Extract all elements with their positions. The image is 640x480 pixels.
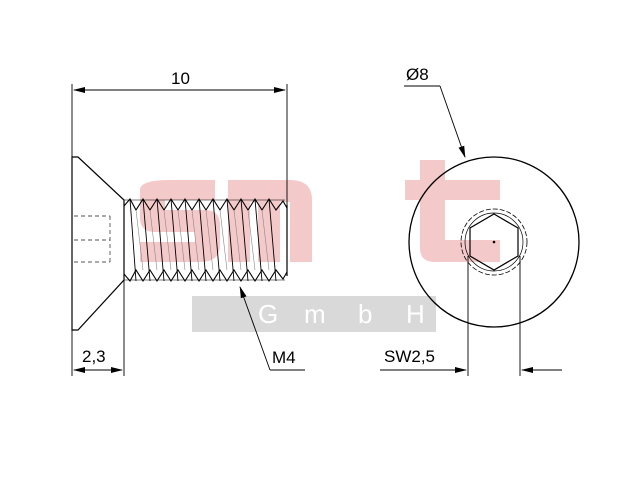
length-label: 10 bbox=[171, 69, 190, 88]
thread-bottom bbox=[123, 268, 288, 283]
screw-side-view bbox=[71, 156, 288, 331]
screw-top-view bbox=[408, 156, 580, 328]
socket-circle-outer bbox=[460, 208, 528, 276]
socket-hidden-lines bbox=[74, 215, 111, 263]
watermark-letter-b: b bbox=[358, 299, 372, 329]
screw-head-outline bbox=[71, 156, 125, 331]
leader-thread bbox=[239, 286, 305, 371]
thread-flanks bbox=[129, 198, 277, 282]
watermark-logo bbox=[140, 160, 500, 262]
hex-socket bbox=[469, 213, 519, 271]
dimension-socket bbox=[380, 256, 562, 376]
head-height-label: 2,3 bbox=[82, 347, 106, 366]
watermark-letter-h: H bbox=[406, 299, 425, 329]
watermark-band bbox=[192, 296, 436, 332]
center-point bbox=[492, 240, 496, 244]
leader-head-diameter bbox=[404, 85, 466, 158]
watermark: G m b H bbox=[140, 160, 500, 332]
dimension-head-height bbox=[71, 280, 125, 376]
dimension-length bbox=[71, 84, 288, 205]
socket-label: SW2,5 bbox=[384, 347, 435, 366]
watermark-letter-g: G bbox=[258, 299, 278, 329]
socket-circle-inner bbox=[464, 212, 524, 272]
thread-label: M4 bbox=[272, 348, 296, 367]
head-diameter-label: Ø8 bbox=[406, 65, 429, 84]
watermark-letter-m: m bbox=[304, 299, 326, 329]
head-circle bbox=[408, 156, 580, 328]
